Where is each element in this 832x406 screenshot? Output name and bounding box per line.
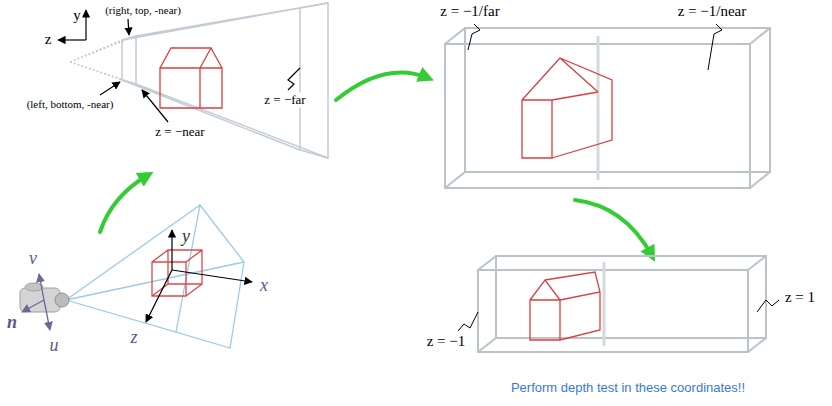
axis-label: u: [49, 335, 60, 356]
axis-label: z: [44, 31, 53, 48]
camera-scene: [20, 205, 252, 348]
leader-arrow: [142, 90, 168, 122]
leader-squiggle: [288, 68, 300, 90]
camera-body: [20, 288, 60, 312]
plane-label: z = −near: [154, 125, 205, 140]
house-figure: [530, 272, 600, 340]
leader-arrow: [100, 82, 120, 95]
plane-label: z = −1: [426, 333, 467, 350]
ndc-box: [478, 256, 766, 352]
flow-arrows: [100, 72, 652, 256]
coordinate-label: (left, bottom, -near): [26, 98, 115, 111]
leader-arrow: [128, 19, 129, 35]
frustum-edges: [122, 3, 328, 158]
note-text: Perform depth test in these coordinates!…: [510, 381, 746, 396]
axis-label: z: [129, 327, 138, 348]
v-axis: [39, 274, 44, 300]
plane-label: z = −1/far: [439, 3, 500, 20]
u-axis: [44, 300, 50, 330]
leader-squiggle: [458, 312, 478, 331]
near-plane: [122, 36, 136, 84]
z-axis: [58, 39, 86, 40]
flow-arrow: [575, 200, 652, 256]
plane-label: z = −1/near: [677, 3, 748, 20]
box-back: [496, 256, 766, 338]
y-axis: [171, 230, 172, 270]
camera-lens: [55, 293, 69, 307]
box-mid-plane: [603, 262, 606, 346]
leader-squiggle: [708, 24, 722, 70]
leader-squiggle: [757, 300, 779, 312]
z-axis: [146, 270, 172, 322]
box-back: [465, 28, 770, 172]
box-front: [478, 270, 748, 352]
flow-arrow: [336, 72, 428, 100]
box-edges: [445, 28, 770, 188]
box-mid-plane: [597, 36, 600, 180]
house-figure: [160, 48, 222, 108]
plane-label: z = −far: [263, 93, 306, 108]
frustum-apex-lines: [70, 36, 136, 84]
axis-label: x: [259, 275, 269, 296]
view-frustum: [70, 3, 328, 158]
house-lines: [160, 48, 222, 108]
n-axis: [22, 300, 44, 312]
perspective-box: [445, 28, 770, 188]
house-figure: [522, 58, 612, 158]
axis-label: v: [28, 248, 38, 269]
far-plane: [300, 3, 328, 158]
coordinate-label: (right, top, -near): [104, 4, 182, 17]
leader-squiggle: [468, 24, 480, 50]
plane-label: z = 1: [784, 289, 816, 306]
y-axis: [85, 10, 86, 40]
axis-label: n: [6, 312, 18, 333]
axis-label: y: [72, 7, 82, 24]
flow-arrow: [100, 175, 148, 232]
box-edges: [478, 256, 766, 352]
axis-label: y: [181, 226, 191, 247]
x-axis: [172, 270, 252, 282]
